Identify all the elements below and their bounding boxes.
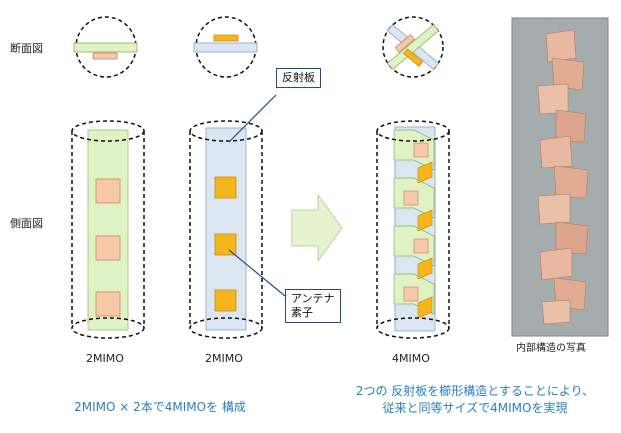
side-view-label: 側面図 (10, 217, 43, 230)
element-leader-line (228, 249, 286, 297)
cross-section-col2 (193, 16, 258, 78)
caption-left: 2MIMO × 2本で4MIMOを 構成 (74, 400, 246, 414)
col1-label: 2MIMO (86, 352, 124, 365)
antenna-element-label-line1: アンテナ (291, 292, 335, 305)
cylinder-col2 (189, 120, 263, 339)
cylinder-col3 (376, 120, 450, 339)
cylinder-col1 (71, 120, 145, 339)
reflector-label: 反射板 (282, 71, 315, 84)
cross-section-label: 断面図 (10, 42, 43, 55)
reflector-callout: 反射板 (276, 68, 321, 88)
caption-right-line1: 2つの 反射板を櫛形構造とすることにより、 (355, 384, 595, 398)
reflector-leader-line (228, 94, 277, 143)
col3-label: 4MIMO (392, 352, 430, 365)
caption-right-line2: 従来と同等サイズで4MIMOを実現 (382, 401, 568, 415)
antenna-element-callout: アンテナ 素子 (285, 289, 341, 323)
cross-section-col3 (382, 16, 444, 78)
internal-structure-photo (511, 17, 609, 337)
cross-section-col1 (73, 16, 138, 78)
antenna-element-label-line2: 素子 (291, 306, 313, 319)
photo-label: 内部構造の写真 (516, 343, 586, 354)
col2-label: 2MIMO (205, 352, 243, 365)
right-arrow-icon (291, 193, 343, 263)
